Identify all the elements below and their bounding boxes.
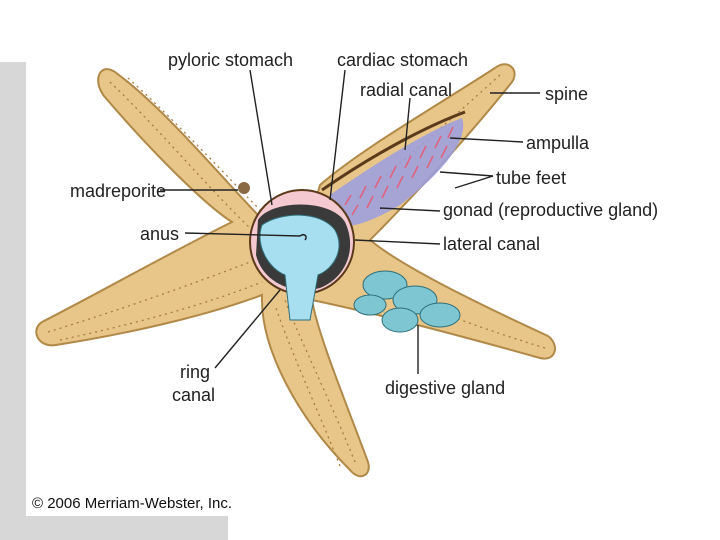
label-anus: anus [140,224,180,244]
copyright-notice: © 2006 Merriam-Webster, Inc. [32,495,233,512]
pyloric-stomach [259,214,340,321]
gonad-region [330,118,464,227]
leader-lines [160,69,540,374]
label-madreporite: madreporite [70,181,167,201]
label-lateral-canal: lateral canal [443,234,541,254]
gray-bottom-bar [0,516,228,540]
label-gonad: gonad (reproductive gland) [443,200,659,220]
label-ampulla: ampulla [526,133,590,153]
ampullae [344,126,454,216]
label-spine: spine [545,84,589,104]
digestive-gland-region [353,270,461,333]
gray-side-bar [0,62,26,540]
radial-canal [321,110,466,192]
label-tube-feet: tube feet [496,168,567,188]
anus-marker [299,234,307,241]
label-digestive-gland: digestive gland [385,378,506,398]
label-cardiac-stomach: cardiac stomach [337,50,469,70]
label-ring-canal-line2: canal [172,385,216,405]
label-ring-canal-line1: ring [180,362,211,382]
label-radial-canal: radial canal [360,80,453,100]
label-pyloric-stomach: pyloric stomach [168,50,294,70]
madreporite-plate [238,182,250,194]
